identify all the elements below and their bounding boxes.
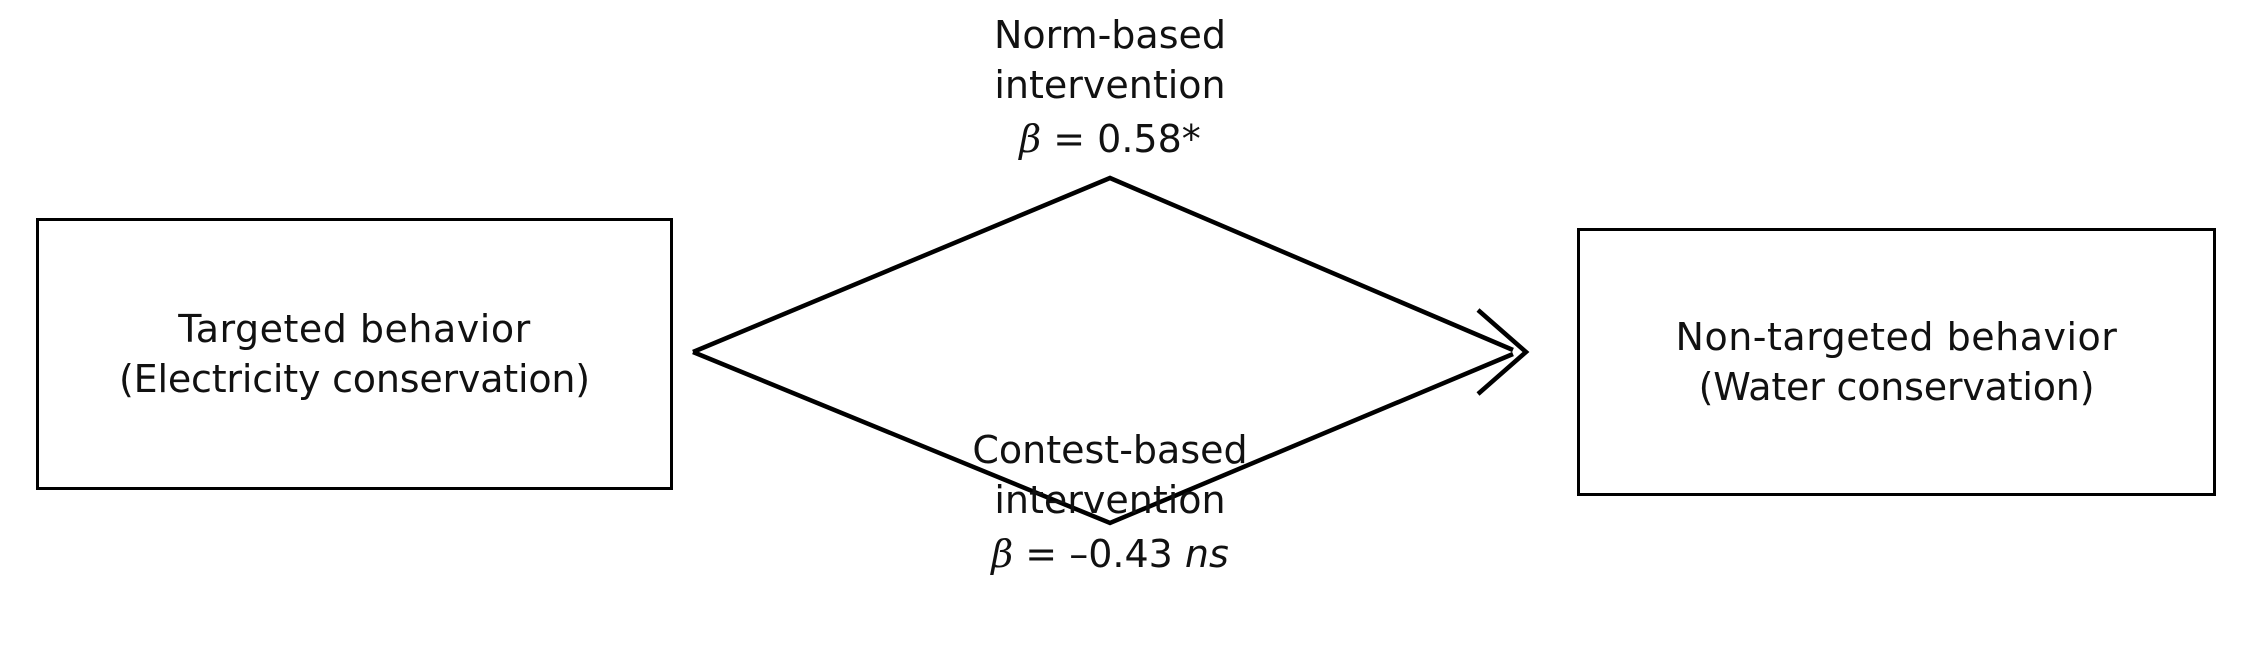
node-right-line2: (Water conservation): [1698, 365, 2095, 409]
path-coefficient-bottom: β = –0.43 ns: [810, 529, 1410, 579]
path-label-top-line1: Norm-based: [993, 13, 1227, 57]
path-line-contest-based: [692, 349, 1514, 526]
path-line-norm-based: [692, 175, 1514, 355]
path-label-top-line2: intervention: [994, 63, 1226, 108]
node-box-targeted-behavior: Targeted behavior (Electricity conservat…: [36, 218, 673, 490]
equals-bottom: =: [1013, 532, 1070, 577]
arrowhead-icon: [1476, 308, 1530, 396]
equals-top: =: [1041, 117, 1098, 162]
significance-marker-top: *: [1181, 117, 1201, 162]
node-right-line1: Non-targeted behavior: [1675, 314, 2118, 359]
coefficient-value-bottom: –0.43: [1069, 532, 1173, 577]
coefficient-value-top: 0.58: [1097, 117, 1182, 162]
node-box-non-targeted-behavior: Non-targeted behavior (Water conservatio…: [1577, 228, 2216, 496]
significance-note-bottom: ns: [1184, 532, 1229, 577]
path-label-bottom-line1: Contest-based: [972, 428, 1248, 472]
path-coefficient-top: β = 0.58*: [810, 114, 1410, 164]
beta-symbol-bottom: β: [991, 532, 1014, 577]
node-left-line1: Targeted behavior: [178, 306, 531, 351]
path-label-bottom-line2: intervention: [994, 478, 1226, 523]
beta-symbol-top: β: [1019, 117, 1042, 162]
path-label-contest-based: Contest-based intervention β = –0.43 ns: [810, 425, 1410, 579]
path-label-norm-based: Norm-based intervention β = 0.58*: [810, 10, 1410, 164]
node-left-line2: (Electricity conservation): [119, 357, 590, 401]
